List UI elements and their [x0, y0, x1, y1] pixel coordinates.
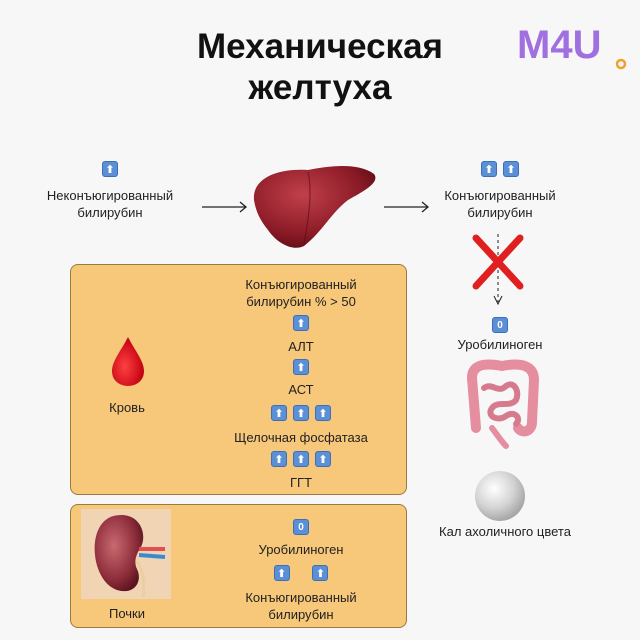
urobilinogen-label: Уробилиноген [457, 337, 543, 352]
alp-label: Щелочная фосфатаза [234, 430, 368, 445]
up-arrow-icon: ⬆ [273, 565, 290, 581]
kidney-urobilinogen-label: Уробилиноген [258, 542, 344, 557]
conjugated-bilirubin-label: Конъюгированный билирубин [444, 188, 556, 220]
m4u-logo: M4U [517, 23, 627, 70]
blocked-flow [472, 234, 524, 306]
up-arrow-icon: ⬆ [293, 359, 309, 375]
unconjugated-bilirubin-label: Неконъюгированный билирубин [46, 188, 174, 220]
liver-icon [253, 166, 376, 248]
urobilinogen-zero-indicator: 0 [490, 315, 510, 333]
alt-up-indicator: ⬆ [201, 315, 401, 333]
blood-drop-icon [112, 337, 144, 386]
ggt-up-indicator: ⬆ ⬆ ⬆ [201, 451, 401, 469]
title-line-1: Механическая [197, 27, 443, 66]
up-arrow-icon: ⬆ [503, 161, 519, 177]
alt-label: АЛТ [288, 339, 314, 354]
kidney-urobilinogen-zero-indicator: 0 [291, 517, 311, 535]
kidney-conj-bilirubin-label: Конъюгированный билирубин [245, 590, 357, 622]
blood-conj-bilirubin-label: Конъюгированный билирубин % > 50 [245, 277, 357, 309]
kidney-panel: Почки 0 Уробилиноген ⬆ ⬆ Конъюгированный… [70, 504, 407, 628]
ast-up-indicator: ⬆ [201, 359, 401, 377]
blood-panel: Кровь Конъюгированный билирубин % > 50 ⬆… [70, 264, 407, 495]
unconj-up-indicator: ⬆ [90, 161, 130, 179]
zero-value: 0 [293, 519, 309, 535]
blood-label: Кровь [109, 400, 145, 415]
arrow-to-liver [202, 201, 248, 213]
up-arrow-icon: ⬆ [481, 161, 497, 177]
cross-icon [472, 234, 524, 290]
ggt-label: ГГТ [289, 475, 313, 490]
acholic-stool-label: Кал ахоличного цвета [439, 524, 571, 539]
alp-up-indicator: ⬆ ⬆ ⬆ [201, 405, 401, 423]
kidney-label: Почки [108, 606, 145, 621]
up-arrow-icon: ⬆ [271, 451, 287, 467]
intestine-icon [466, 359, 540, 449]
up-arrow-icon: ⬆ [293, 405, 309, 421]
stool-icon [475, 471, 525, 521]
up-arrow-icon: ⬆ [102, 161, 118, 177]
kidney-icon [81, 509, 171, 599]
up-arrow-icon: ⬆ [293, 451, 309, 467]
conj-up-indicator: ⬆⬆ [470, 161, 530, 179]
page-title: Механическая желтуха [0, 26, 640, 108]
up-arrow-icon: ⬆ [271, 405, 287, 421]
up-arrow-icon: ⬆ [312, 565, 329, 581]
arrow-from-liver [384, 201, 430, 213]
title-line-2: желтуха [248, 68, 392, 107]
up-arrow-icon: ⬆ [315, 405, 331, 421]
zero-value: 0 [492, 317, 508, 333]
up-arrow-icon: ⬆ [315, 451, 331, 467]
ast-label: АСТ [288, 382, 314, 397]
up-arrow-icon: ⬆ [293, 315, 309, 331]
logo-text: M4U [517, 23, 601, 67]
kidney-conj-up-indicator: ⬆ ⬆ [201, 565, 401, 583]
